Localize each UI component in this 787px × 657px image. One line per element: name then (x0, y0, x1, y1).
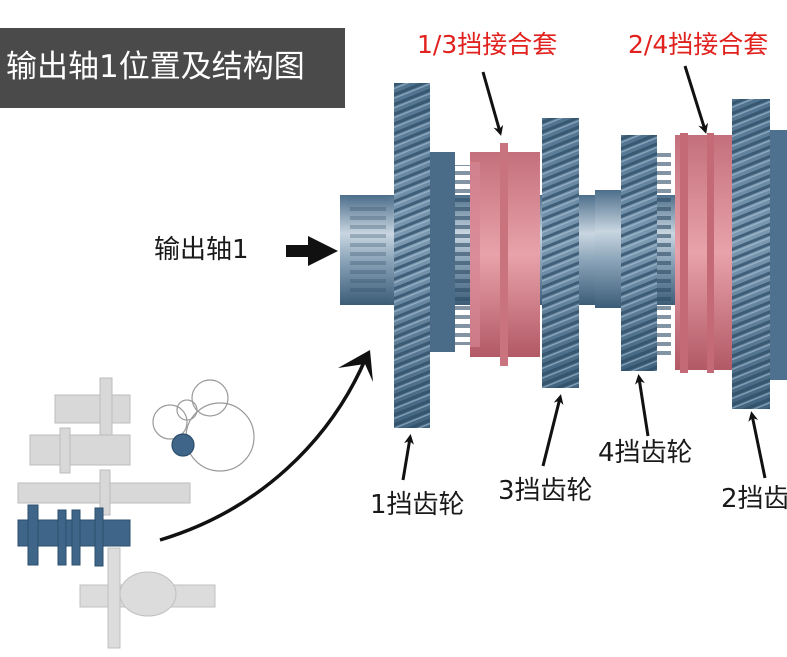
arrow-sleeve-1-3 (481, 71, 504, 136)
synchro-ring-1 (455, 165, 470, 345)
transmission-thumbnail (17, 377, 255, 649)
arrow-curved-head (338, 350, 373, 382)
differential-sketch (79, 547, 216, 649)
output-shaft-assembly (340, 83, 787, 428)
pointer-arrows (159, 65, 767, 542)
label-gear-1: 1挡齿轮 (370, 490, 465, 520)
gear-2nd (732, 99, 787, 409)
label-gear-2: 2挡齿 (721, 484, 787, 514)
title-banner: 输出轴1位置及结构图 (0, 28, 345, 108)
sleeve-2-4 (675, 133, 732, 373)
shaft-spacer (595, 190, 625, 308)
label-gear-4: 4挡齿轮 (598, 438, 693, 468)
gear-4th (621, 135, 657, 371)
arrow-gear-2 (748, 411, 767, 479)
gear-mesh-diagram (152, 379, 255, 472)
arrow-gear-1 (401, 434, 414, 481)
synchro-ring-2 (657, 152, 671, 357)
label-sleeve-2-4: 2/4挡接合套 (628, 30, 769, 59)
input-shaft-sketch (17, 377, 191, 516)
page-title: 输出轴1位置及结构图 (6, 49, 305, 85)
label-gear-3: 3挡齿轮 (498, 476, 593, 506)
gear-1st-hub (430, 152, 455, 352)
arrow-curved-location (159, 359, 367, 542)
gear-3rd (542, 118, 579, 388)
gear-1st (394, 83, 430, 428)
tapered-bearing (346, 196, 392, 304)
output-gear-highlight (171, 433, 195, 457)
arrow-sleeve-2-4 (683, 65, 708, 134)
sleeve-1-3 (470, 143, 540, 366)
arrow-output-shaft (286, 236, 338, 266)
output-shaft-1-sketch (17, 504, 131, 567)
label-sleeve-1-3: 1/3挡接合套 (417, 30, 558, 59)
label-output-shaft: 输出轴1 (154, 235, 249, 265)
arrow-gear-4 (634, 374, 650, 437)
arrow-gear-3 (541, 394, 564, 467)
